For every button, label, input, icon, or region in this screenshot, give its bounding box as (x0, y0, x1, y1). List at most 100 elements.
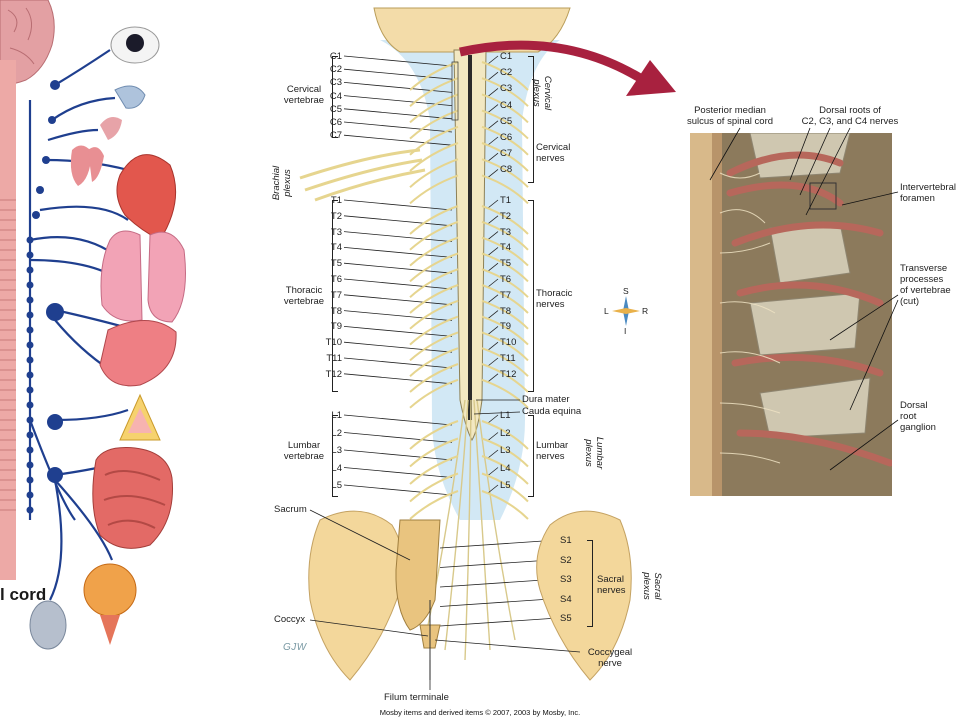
level-leader-line (343, 108, 453, 120)
level-leader-line (487, 294, 499, 304)
vertebra-level-t11: T11 (326, 353, 342, 364)
level-leader-line (343, 68, 453, 80)
vertebra-level-c3: C3 (329, 77, 342, 89)
level-leader-line (487, 467, 499, 476)
sacrum-label: Sacrum (274, 504, 307, 515)
spinal-nerve-branch (481, 437, 529, 468)
nerve-level-c5: C5 (500, 115, 513, 127)
spinal-nerve-branch (481, 205, 529, 235)
spinal-nerve-branch (481, 315, 529, 346)
level-leader-line (487, 262, 499, 272)
nerve-level-t4: T4 (500, 242, 512, 254)
vertebra-level-l5: L5 (331, 480, 342, 491)
level-leader-line (343, 82, 453, 93)
level-leader-line (343, 134, 453, 146)
level-leader-line (487, 199, 499, 209)
level-leader-line (487, 373, 499, 383)
spinal-nerve-branch (481, 420, 529, 450)
nerve-level-t12: T12 (500, 368, 517, 380)
vertebra-level-t2: T2 (330, 210, 342, 222)
level-leader-line (487, 278, 499, 288)
leader-lines (309, 399, 581, 690)
transverse-processes-label: Transverse processes of vertebrae (cut) (900, 263, 951, 307)
level-leader-line (487, 326, 499, 335)
nerve-level-t1: T1 (500, 195, 512, 206)
dorsal-root-ganglion-label: Dorsal root ganglion (900, 400, 936, 433)
level-leader-line (343, 414, 453, 426)
spinal-nerve-branch (409, 142, 459, 172)
lumbar-nerves-bracket (528, 415, 534, 497)
dissection-photo-panel: Posterior median sulcus of spinal cord D… (680, 95, 960, 515)
orientation-compass: S L R I (604, 286, 649, 336)
spinal-nerve-branch (481, 236, 529, 267)
nerve-level-c7: C7 (500, 148, 513, 160)
spinal-nerve-branch (481, 472, 529, 503)
spinal-nerve-branch (409, 236, 459, 267)
nerve-level-l2: L2 (500, 427, 511, 439)
spinal-nerve-branch (409, 331, 459, 362)
spinal-nerve-branch (481, 220, 529, 251)
spinal-nerve-branch (409, 174, 459, 205)
nerve-level-t9: T9 (500, 321, 512, 333)
level-leader-line (343, 95, 453, 106)
spinal-nerve-branch (409, 490, 459, 520)
spinal-nerve-branch (481, 299, 529, 330)
coccyx-label: Coccyx (274, 614, 306, 625)
cauda-equina-label: Cauda equina (522, 406, 582, 417)
level-leader-line (439, 598, 559, 607)
nerve-level-s3: S3 (560, 574, 572, 585)
spinal-nerve-branch (409, 420, 459, 450)
dissection-photo-art (690, 133, 892, 496)
level-leader-line (487, 231, 499, 240)
dissection-photo (690, 133, 892, 496)
nerve-level-l5: L5 (500, 480, 511, 491)
spinal-nerve-branch (409, 299, 459, 330)
spinal-nerve-branch (409, 158, 459, 188)
level-leader-line (343, 121, 453, 133)
level-leader-line (343, 55, 453, 67)
level-leader-line (343, 341, 453, 353)
compass-r: R (642, 306, 649, 316)
nerve-level-c4: C4 (500, 99, 513, 111)
vertebra-level-l2: L2 (331, 427, 342, 439)
level-leader-line (343, 231, 453, 242)
vertebra-level-t9: T9 (330, 321, 342, 333)
spinal-nerve-branch (409, 315, 459, 346)
copyright-notice: Mosby items and derived items © 2007, 20… (379, 708, 581, 717)
level-leader-line (487, 104, 499, 113)
filum-terminale-label: Filum terminale (384, 692, 449, 703)
level-leader-line (343, 357, 453, 369)
nerve-level-s1: S1 (560, 535, 572, 546)
level-leader-line (487, 152, 499, 162)
vertebra-level-c5: C5 (329, 103, 342, 115)
spinal-nerve-branch (409, 363, 459, 393)
level-leader-line (343, 449, 453, 461)
coccygeal-nerve-label: Coccygeal nerve (587, 647, 633, 669)
cord-label: l cord (0, 585, 47, 604)
level-leader-line (343, 373, 453, 385)
level-leader-line (487, 310, 499, 319)
nerve-level-l1: L1 (500, 410, 511, 421)
level-leader-line (487, 414, 499, 424)
spinal-nerve-branch (481, 331, 529, 362)
spinal-nerve-branch (409, 347, 459, 377)
nerve-level-t7: T7 (500, 289, 512, 301)
level-leader-line (487, 136, 499, 146)
thoracic-nerves-label: Thoracic nerves (536, 288, 573, 310)
level-leader-line (343, 432, 453, 443)
level-leader-line (343, 310, 453, 321)
spinal-nerve-branch (409, 205, 459, 235)
artist-initials: GJW (283, 642, 307, 653)
level-leader-line (343, 262, 453, 274)
cervical-nerves-label: Cervical nerves (536, 142, 571, 164)
spinal-nerve-branch (481, 109, 529, 140)
spinal-nerve-branch (481, 455, 529, 485)
level-leader-line (487, 247, 499, 256)
spinal-nerve-branch (409, 378, 459, 409)
spinal-nerve-branch (481, 93, 529, 124)
spinal-nerve-branch (481, 490, 529, 520)
posterior-median-sulcus-label: Posterior median sulcus of spinal cord (686, 105, 774, 127)
nerve-level-t5: T5 (500, 258, 512, 270)
compass-s: S (623, 286, 629, 296)
